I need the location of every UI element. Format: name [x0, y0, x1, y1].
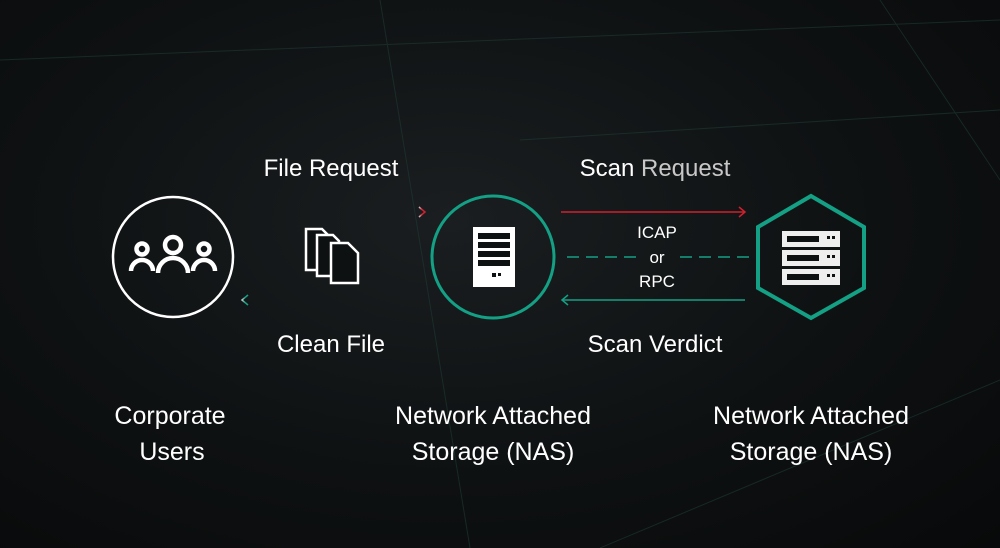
users-icon: [128, 234, 218, 274]
nas-device-icon: [473, 227, 515, 287]
clean-file-arrow: [240, 294, 425, 306]
nas-caption-line2: Storage (NAS): [412, 438, 575, 466]
protocol-or-label: or: [649, 248, 664, 267]
scan-verdict-arrow: [560, 294, 745, 306]
users-caption-line2: Users: [139, 438, 204, 466]
scan-request-word-1: Scan: [580, 155, 635, 182]
users-caption-line1: Corporate: [114, 402, 225, 430]
scan-request-word-2: Request: [641, 155, 731, 182]
users-node-circle: [111, 195, 235, 319]
scan-request-label: Scan Request: [580, 155, 731, 182]
protocol-icap-label: ICAP: [637, 223, 677, 242]
scanner-caption-line2: Storage (NAS): [730, 438, 893, 466]
server-rack-icon: [782, 231, 840, 285]
scanner-node-hexagon: [756, 193, 866, 321]
file-request-label: File Request: [264, 155, 399, 182]
scan-verdict-label: Scan Verdict: [588, 331, 723, 358]
nas-node-circle: [430, 194, 556, 320]
nas-caption-line1: Network Attached: [395, 402, 591, 430]
file-request-arrow: [241, 206, 427, 218]
files-icon: [304, 227, 360, 285]
scanner-caption-line1: Network Attached: [713, 402, 909, 430]
clean-file-label: Clean File: [277, 331, 385, 358]
scan-request-arrow: [561, 206, 747, 218]
protocol-rpc-label: RPC: [639, 272, 675, 291]
